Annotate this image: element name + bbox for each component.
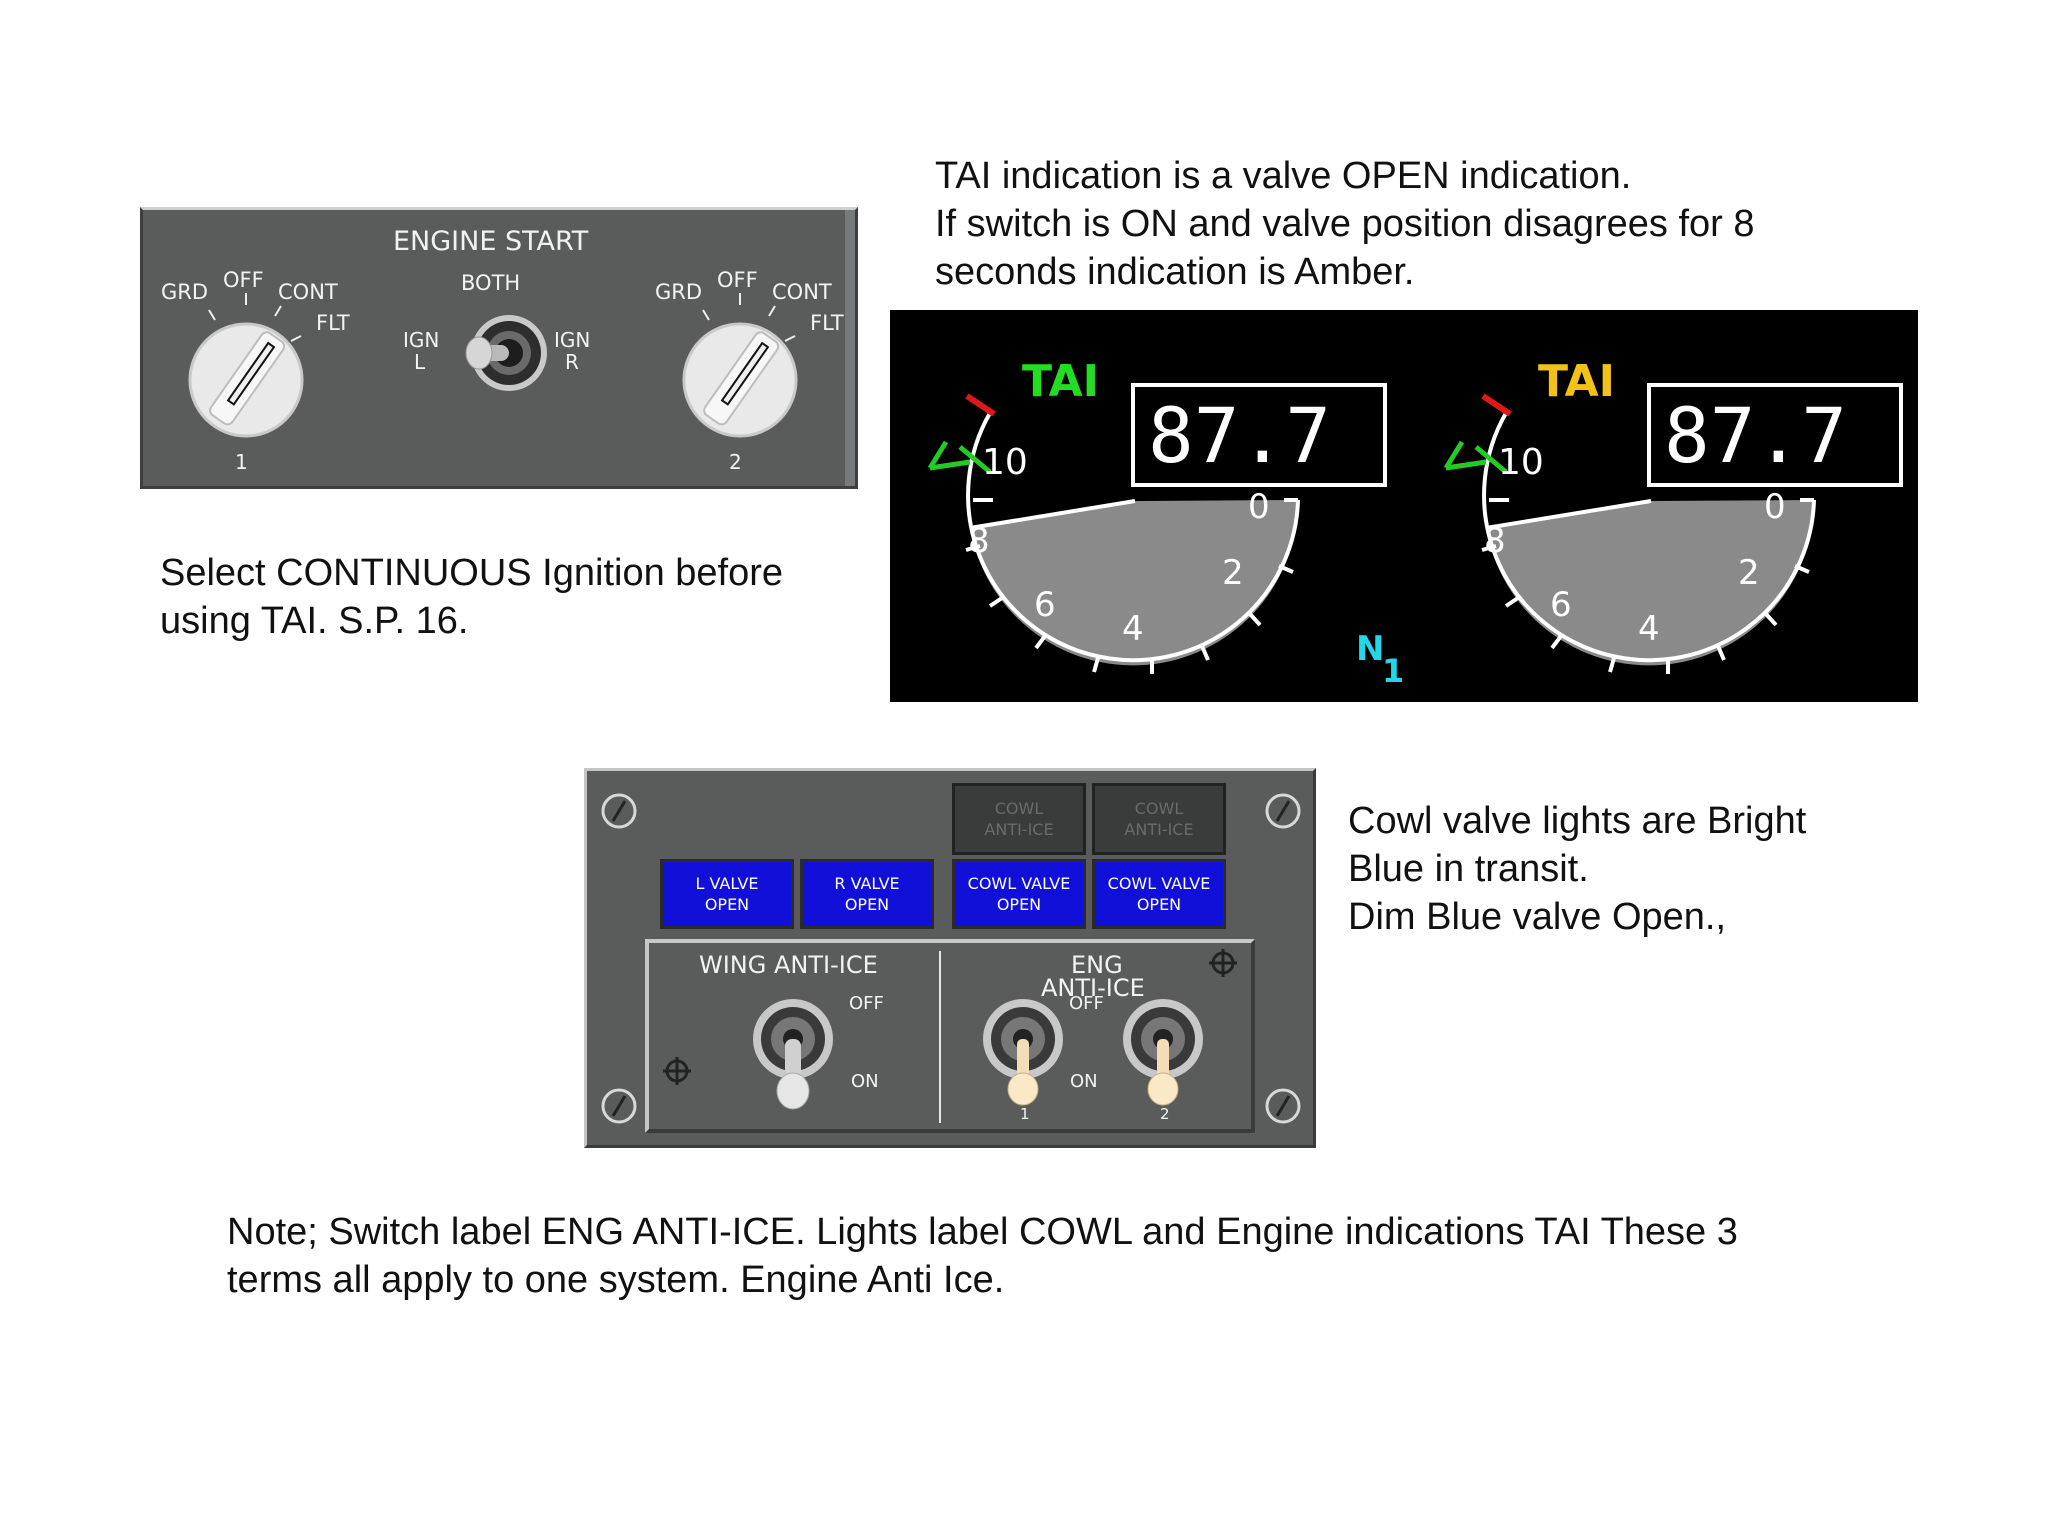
cowl-valve-1-line1: COWL VALVE [967, 874, 1071, 893]
ign-l-label-1: IGN [403, 328, 440, 352]
cowl-note-line: Cowl valve lights are Bright [1348, 800, 1807, 842]
cowl-note: Cowl valve lights are Bright Blue in tra… [1348, 797, 1806, 941]
scale-6-right: 6 [1550, 585, 1572, 625]
ign-r-label-2: R [565, 350, 579, 374]
cowl-anti-ice-light-1[interactable]: COWL ANTI-ICE [952, 783, 1086, 855]
scale-0-right: 0 [1764, 487, 1786, 527]
both-label: BOTH [461, 271, 521, 295]
ign-l-label-2: L [414, 350, 426, 374]
scale-8-right: 8 [1484, 521, 1506, 561]
anti-ice-panel: COWL ANTI-ICE COWL ANTI-ICE L VALVE OPEN… [584, 768, 1316, 1148]
cowl-anti-ice-1-line2: ANTI-ICE [984, 820, 1054, 839]
eng-switch-1-number: 1 [1020, 1105, 1030, 1123]
tai-label-right: TAI [1538, 356, 1615, 407]
eng-anti-ice-title-2: ANTI-ICE [1041, 974, 1145, 1002]
ignition-both-switch[interactable] [443, 305, 563, 405]
cowl-anti-ice-2-line2: ANTI-ICE [1124, 820, 1194, 839]
eng-on-label: ON [1070, 1071, 1098, 1092]
tai-note: TAI indication is a valve OPEN indicatio… [935, 152, 1755, 296]
ignition-note: Select CONTINUOUS Ignition before using … [160, 549, 783, 645]
n1-gauge-left: 10 8 6 4 2 0 TAI 87.7 [927, 356, 1387, 674]
knob1-number: 1 [235, 450, 248, 474]
cowl-note-line: Dim Blue valve Open., [1348, 896, 1727, 938]
knob2-cont-label: CONT [772, 280, 832, 304]
n1-gauge-right: 10 8 6 4 2 0 TAI 87.7 [1443, 356, 1903, 674]
n1-value-left: 87.7 [1148, 391, 1331, 480]
n1-gauges-svg: 10 8 6 4 2 0 TAI 87.7 [927, 356, 1903, 690]
ignition-selector-knob-1[interactable] [183, 310, 313, 440]
ignition-selector-knob-2[interactable] [677, 310, 807, 440]
wing-anti-ice-title: WING ANTI-ICE [699, 951, 878, 979]
r-valve-line1: R VALVE [834, 874, 900, 893]
cowl-anti-ice-light-2[interactable]: COWL ANTI-ICE [1092, 783, 1226, 855]
scale-2-left: 2 [1222, 553, 1244, 593]
panel-screws [601, 793, 1301, 1124]
l-valve-line2: OPEN [704, 895, 750, 914]
knob1-flt-label: FLT [316, 311, 350, 335]
wing-on-label: ON [851, 1071, 879, 1092]
tai-note-line: seconds indication is Amber. [935, 251, 1415, 293]
l-valve-line1: L VALVE [695, 874, 759, 893]
cowl-valve-2-line2: OPEN [1136, 895, 1182, 914]
tai-label-left: TAI [1022, 356, 1099, 407]
knob1-off-label: OFF [223, 268, 264, 292]
knob2-off-label: OFF [717, 268, 758, 292]
scale-4-left: 4 [1122, 609, 1144, 649]
scale-0-left: 0 [1248, 487, 1270, 527]
cowl-note-line: Blue in transit. [1348, 848, 1589, 890]
scale-2-right: 2 [1738, 553, 1760, 593]
bottom-note: Note; Switch label ENG ANTI-ICE. Lights … [227, 1208, 1738, 1304]
eicas-n1-display: 10 8 6 4 2 0 TAI 87.7 [890, 310, 1918, 702]
engine-start-panel: ENGINE START GRD OFF CONT FLT 1 BOTH IGN… [140, 207, 858, 489]
scale-8-left: 8 [968, 521, 990, 561]
n1-label: N [1356, 629, 1384, 669]
scale-10-right: 10 [1498, 442, 1544, 483]
n1-value-right: 87.7 [1664, 391, 1847, 480]
subpanel-marks [663, 949, 1237, 1085]
eng-switch-2-number: 2 [1160, 1105, 1170, 1123]
l-valve-open-light[interactable]: L VALVE OPEN [660, 859, 794, 929]
eng-anti-ice-switch-2[interactable] [1119, 995, 1209, 1115]
knob1-cont-label: CONT [278, 280, 338, 304]
wing-anti-ice-switch[interactable] [749, 995, 839, 1115]
anti-ice-switch-subpanel: WING ANTI-ICE OFF ON ENG ANTI-ICE OFF ON [645, 939, 1255, 1133]
cowl-valve-2-line1: COWL VALVE [1107, 874, 1211, 893]
cowl-valve-1-line2: OPEN [996, 895, 1042, 914]
engine-start-title: ENGINE START [393, 226, 589, 257]
knob1-grd-label: GRD [161, 280, 209, 304]
ignition-note-line: using TAI. S.P. 16. [160, 600, 469, 642]
cowl-anti-ice-2-line1: COWL [1134, 799, 1184, 818]
scale-4-right: 4 [1638, 609, 1660, 649]
knob2-grd-label: GRD [655, 280, 703, 304]
engine-start-graphics [208, 210, 855, 486]
scale-6-left: 6 [1034, 585, 1056, 625]
bottom-note-line: terms all apply to one system. Engine An… [227, 1259, 1005, 1301]
eng-anti-ice-title-1: ENG [1071, 951, 1123, 979]
cowl-anti-ice-1-line1: COWL [994, 799, 1044, 818]
scale-10-left: 10 [982, 442, 1028, 483]
n1-subscript: 1 [1382, 652, 1404, 690]
bottom-note-line: Note; Switch label ENG ANTI-ICE. Lights … [227, 1211, 1738, 1253]
cowl-valve-open-light-1[interactable]: COWL VALVE OPEN [952, 859, 1086, 929]
tai-note-line: If switch is ON and valve position disag… [935, 203, 1755, 245]
ignition-note-line: Select CONTINUOUS Ignition before [160, 552, 784, 594]
ign-r-label-1: IGN [554, 328, 591, 352]
eng-off-label: OFF [1069, 993, 1104, 1014]
knob2-flt-label: FLT [810, 311, 844, 335]
r-valve-open-light[interactable]: R VALVE OPEN [800, 859, 934, 929]
wing-off-label: OFF [849, 993, 884, 1014]
subpanel-divider [939, 951, 941, 1123]
r-valve-line2: OPEN [844, 895, 890, 914]
cowl-valve-open-light-2[interactable]: COWL VALVE OPEN [1092, 859, 1226, 929]
knob2-number: 2 [729, 450, 742, 474]
eng-anti-ice-switch-1[interactable] [979, 995, 1069, 1115]
tai-note-line: TAI indication is a valve OPEN indicatio… [935, 155, 1632, 197]
